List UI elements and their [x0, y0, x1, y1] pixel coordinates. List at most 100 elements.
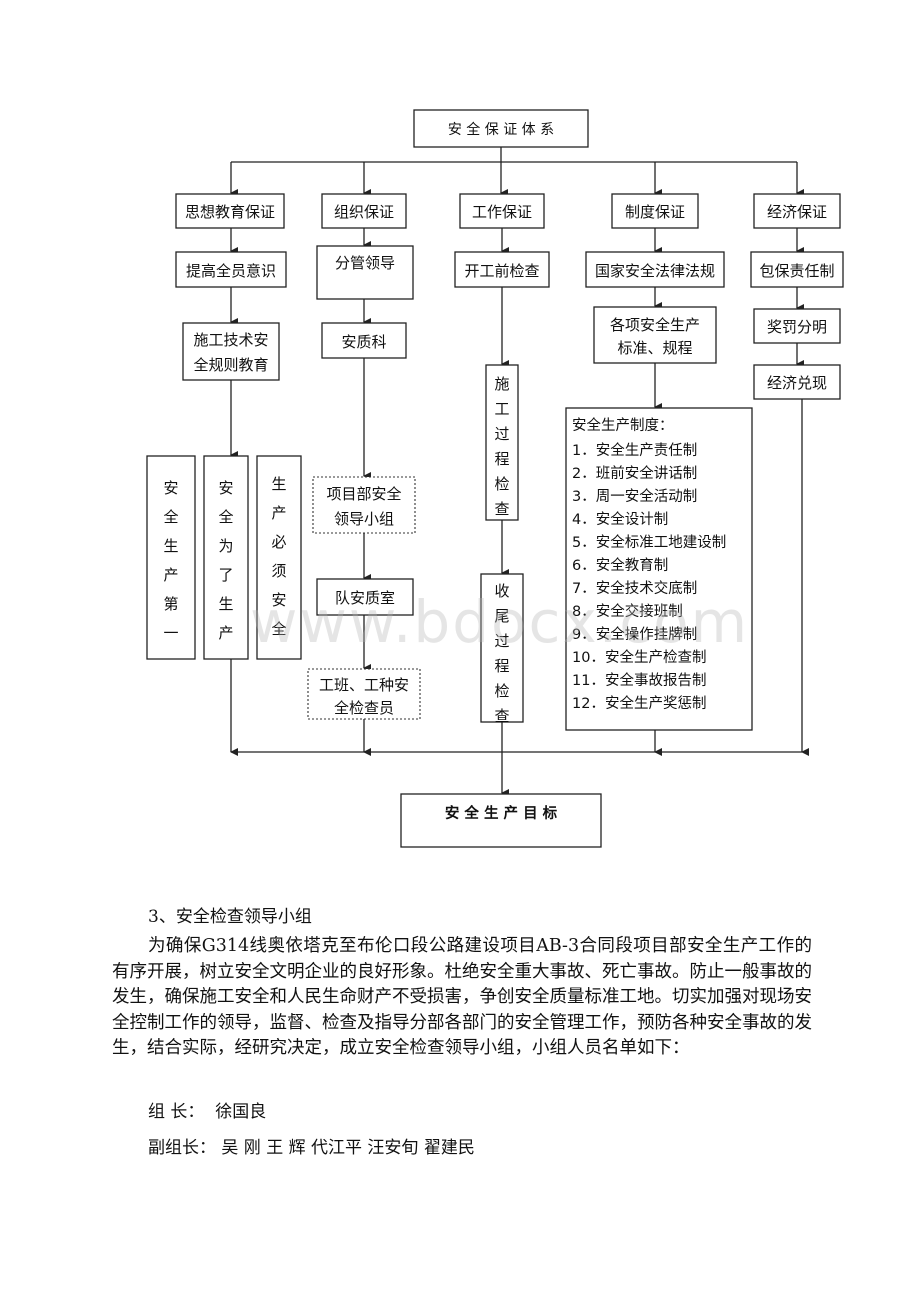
branch-org-label: 组织保证	[334, 203, 394, 221]
vertical-char: 施	[494, 375, 509, 393]
branch-thought-box	[175, 193, 285, 229]
deputy-line: 副组长： 吴 刚 王 辉 代江平 汪安旬 翟建民	[148, 1133, 475, 1158]
slogan-box-3	[256, 455, 302, 660]
system-rule-item: 9．安全操作挂牌制	[572, 625, 697, 643]
org-item-inspectors	[307, 668, 421, 720]
branch-econ-box	[753, 193, 841, 229]
system-item-standards-line1: 各项安全生产	[610, 316, 700, 334]
vertical-char: 尾	[494, 607, 509, 625]
vertical-char: 第	[163, 595, 178, 613]
system-rule-item: 4．安全设计制	[572, 510, 668, 528]
econ-item-responsibility	[750, 251, 844, 288]
system-rule-item: 11．安全事故报告制	[572, 671, 706, 689]
system-rules-title: 安全生产制度：	[572, 416, 674, 434]
slogan-box-1	[146, 455, 196, 660]
body-paragraph: 为确保G314线奥依塔克至布伦口段公路建设项目AB-3合同段项目部安全生产工作的…	[112, 936, 812, 1059]
vertical-char: 工	[494, 400, 509, 418]
slogan-box-2	[203, 455, 249, 660]
org-item-safety-dept	[321, 322, 407, 359]
thought-item-awareness-label: 提高全员意识	[186, 262, 276, 280]
thought-item-tech-rules	[182, 322, 280, 381]
safety-system-diagram: 安 全 保 证 体 系 思想教育保证 组织保证 工作保证 制度保证 经济保证 提…	[146, 109, 844, 848]
econ-item-reward	[753, 308, 841, 344]
vertical-char: 了	[218, 566, 233, 584]
section-heading: 3、安全检查领导小组	[148, 907, 312, 927]
system-rule-item: 8．安全交接班制	[572, 602, 683, 620]
system-rule-item: 2．班前安全讲话制	[572, 464, 697, 482]
vertical-char: 全	[271, 620, 286, 638]
system-rule-item: 3．周一安全活动制	[572, 487, 697, 505]
goal-label: 安 全 生 产 目 标	[445, 804, 558, 822]
org-item-project-group-line2: 领导小组	[334, 510, 394, 528]
vertical-char: 安	[271, 591, 286, 609]
root-label: 安 全 保 证 体 系	[448, 121, 554, 138]
leader-label: 组 长：	[148, 1102, 205, 1122]
watermark: www.bdocx.com	[250, 588, 750, 656]
vertical-char: 查	[494, 500, 509, 518]
vertical-char: 程	[494, 450, 509, 468]
system-rule-item: 12．安全生产奖惩制	[572, 694, 706, 712]
vertical-char: 为	[218, 537, 233, 555]
vertical-char: 全	[163, 508, 178, 526]
system-rule-item: 5．安全标准工地建设制	[572, 533, 726, 551]
vertical-char: 过	[494, 632, 509, 650]
vertical-char: 产	[218, 624, 233, 642]
branch-thought-label: 思想教育保证	[185, 203, 275, 221]
thought-item-tech-rules-line2: 全规则教育	[193, 356, 268, 374]
system-rules-box	[565, 407, 753, 731]
vertical-char: 安	[218, 479, 233, 497]
work-item-process-check	[485, 364, 519, 521]
org-item-leader-label: 分管领导	[335, 254, 395, 272]
vertical-char: 全	[218, 508, 233, 526]
vertical-char: 生	[271, 475, 286, 493]
econ-item-cash-label: 经济兑现	[767, 374, 827, 392]
system-rule-item: 7．安全技术交底制	[572, 579, 697, 597]
econ-item-reward-label: 奖罚分明	[767, 318, 827, 336]
leader-line: 组 长： 徐国良	[148, 1097, 266, 1122]
branch-system-box	[611, 193, 699, 229]
system-rules-list: 1．安全生产责任制 2．班前安全讲话制 3．周一安全活动制 4．安全设计制 5．安全标准…	[572, 441, 726, 712]
thought-item-awareness	[175, 251, 287, 288]
system-item-standards	[593, 306, 717, 364]
vertical-char: 须	[271, 562, 286, 580]
deputy-label: 副组长：	[148, 1138, 216, 1158]
work-item-final-check	[480, 573, 524, 723]
system-rule-item: 6．安全教育制	[572, 556, 668, 574]
system-item-law	[585, 251, 725, 288]
vertical-char: 检	[494, 475, 509, 493]
org-item-leader	[316, 245, 414, 300]
branch-system-label: 制度保证	[625, 203, 685, 221]
vertical-char: 检	[494, 682, 509, 700]
org-item-team-office	[316, 578, 414, 616]
vertical-char: 程	[494, 657, 509, 675]
work-item-pre-check	[454, 251, 550, 288]
thought-item-tech-rules-line1: 施工技术安	[193, 331, 268, 349]
econ-item-responsibility-label: 包保责任制	[759, 262, 834, 280]
org-item-inspectors-line2: 全检查员	[334, 699, 394, 717]
system-rule-item: 1．安全生产责任制	[572, 441, 697, 459]
org-item-team-office-label: 队安质室	[335, 589, 395, 607]
vertical-char: 安	[163, 479, 178, 497]
system-item-standards-line2: 标准、规程	[617, 339, 692, 357]
vertical-char: 必	[271, 533, 286, 551]
vertical-char: 产	[163, 566, 178, 584]
vertical-char: 生	[163, 537, 178, 555]
vertical-char: 收	[494, 582, 509, 600]
goal-box	[400, 793, 602, 848]
branch-org-box	[321, 193, 407, 229]
branch-econ-label: 经济保证	[767, 203, 827, 221]
org-item-safety-dept-label: 安质科	[341, 333, 386, 351]
leader-name: 徐国良	[215, 1102, 267, 1122]
deputy-names: 吴 刚 王 辉 代江平 汪安旬 翟建民	[221, 1138, 475, 1158]
vertical-char: 产	[271, 504, 286, 522]
root-box	[413, 109, 589, 148]
system-item-law-label: 国家安全法律法规	[595, 262, 715, 280]
vertical-char: 查	[494, 707, 509, 725]
work-item-pre-check-label: 开工前检查	[464, 262, 539, 280]
org-item-inspectors-line1: 工班、工种安	[319, 676, 409, 694]
